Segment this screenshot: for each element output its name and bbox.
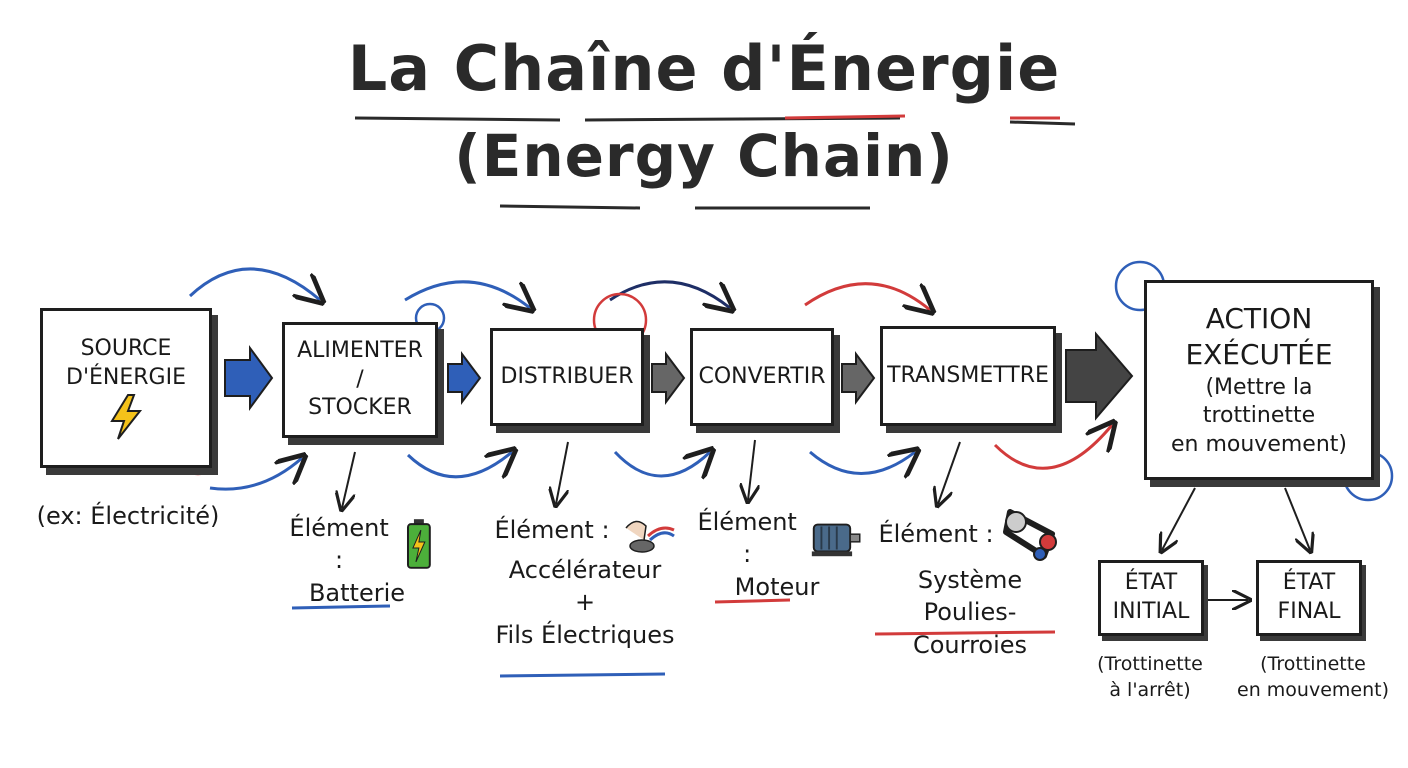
state-label: ÉTAT — [1282, 570, 1336, 596]
state-label: FINAL — [1277, 599, 1341, 624]
pointer-arrow — [342, 451, 356, 508]
element-name: Poulies-Courroies — [912, 598, 1028, 659]
element-prefix: Élément : — [878, 519, 994, 548]
state-initial: ÉTAT INITIAL — [1098, 560, 1204, 636]
arc-top-3 — [609, 280, 730, 308]
element-battery: Élément : Batterie — [282, 512, 432, 609]
step-label: STOCKER — [308, 395, 412, 421]
step-label: D'ÉNERGIE — [66, 365, 186, 390]
step-label: DISTRIBUER — [500, 363, 634, 389]
element-name: Fils Électriques — [495, 620, 675, 649]
arc-bottom-2 — [406, 452, 512, 477]
step-alimenter-stocker: ALIMENTER / STOCKER — [282, 322, 438, 438]
arc-top-1 — [188, 267, 320, 300]
pointer-arrow — [556, 441, 569, 504]
state-desc: (Trottinette — [1260, 653, 1366, 675]
pointer-arrow — [1284, 487, 1310, 550]
step-convertir: CONVERTIR — [690, 328, 834, 426]
state-final: ÉTAT FINAL — [1256, 560, 1362, 636]
arrow-blue-1 — [224, 344, 274, 412]
step-label: ACTION — [1205, 301, 1313, 335]
element-throttle: Élément : Accélérateur + Fils Électrique… — [490, 506, 680, 651]
title-line-2: (Energy Chain) — [454, 122, 954, 190]
arrow-dark — [1065, 331, 1134, 421]
element-prefix: Élément : — [289, 514, 389, 575]
arc-bottom-3 — [613, 452, 710, 476]
arc-bottom-1 — [209, 458, 302, 491]
element-prefix: Élément : — [494, 515, 610, 544]
step-label: / — [356, 366, 364, 392]
title-underline-red — [784, 114, 1060, 120]
pulley-belt-icon — [1002, 509, 1057, 561]
lightning-icon — [110, 393, 143, 440]
state-label: ÉTAT — [1124, 570, 1178, 596]
subtitle-underline — [499, 204, 870, 210]
arrow-gray-1 — [651, 351, 686, 405]
step-distribuer: DISTRIBUER — [490, 328, 644, 426]
step-label: ALIMENTER — [297, 338, 423, 364]
arc-top-2 — [404, 280, 530, 308]
arc-bottom-4 — [809, 452, 915, 474]
state-desc: en mouvement) — [1237, 678, 1389, 701]
step-desc: (Mettre la trottinette — [1202, 374, 1316, 429]
state-desc: (Trottinette — [1097, 653, 1203, 675]
battery-icon — [407, 519, 432, 570]
pointer-arrow — [1162, 487, 1196, 550]
motor-icon — [812, 524, 861, 557]
arc-top-4 — [804, 282, 930, 310]
pointer-arrow — [748, 439, 755, 500]
element-name: + — [574, 588, 596, 617]
throttle-icon — [624, 520, 675, 553]
step-transmettre: TRANSMETTRE — [880, 326, 1056, 426]
element-pulley-belt: Élément : Système Poulies-Courroies — [870, 504, 1070, 661]
underline — [499, 672, 666, 678]
title-line-1: La Chaîne d'Énergie — [347, 32, 1061, 105]
state-final-desc: (Trottinette en mouvement) — [1228, 652, 1398, 703]
arrow-blue-2 — [447, 351, 482, 405]
element-name: Moteur — [734, 572, 820, 601]
step-label: EXÉCUTÉE — [1185, 338, 1333, 372]
element-name: Système — [917, 566, 1023, 594]
arc-bottom-5 — [993, 425, 1112, 470]
pointer-arrow — [938, 441, 961, 504]
step-label: TRANSMETTRE — [887, 362, 1049, 388]
step-desc: en mouvement) — [1171, 431, 1347, 457]
step-source-energy: SOURCE D'ÉNERGIE — [40, 308, 212, 468]
element-motor: Élément : Moteur — [692, 506, 862, 603]
arrow-gray-2 — [841, 351, 876, 405]
source-example: (ex: Électricité) — [36, 502, 220, 530]
element-name: Accélérateur — [508, 556, 662, 584]
step-action-executee: ACTION EXÉCUTÉE (Mettre la trottinette e… — [1144, 280, 1374, 480]
state-desc: à l'arrêt) — [1109, 678, 1191, 701]
state-initial-desc: (Trottinette à l'arrêt) — [1070, 652, 1230, 703]
step-label: SOURCE — [80, 336, 172, 362]
element-name: Batterie — [308, 578, 406, 607]
element-prefix: Élément : — [697, 508, 797, 569]
state-label: INITIAL — [1112, 599, 1190, 624]
step-label: CONVERTIR — [698, 363, 826, 389]
